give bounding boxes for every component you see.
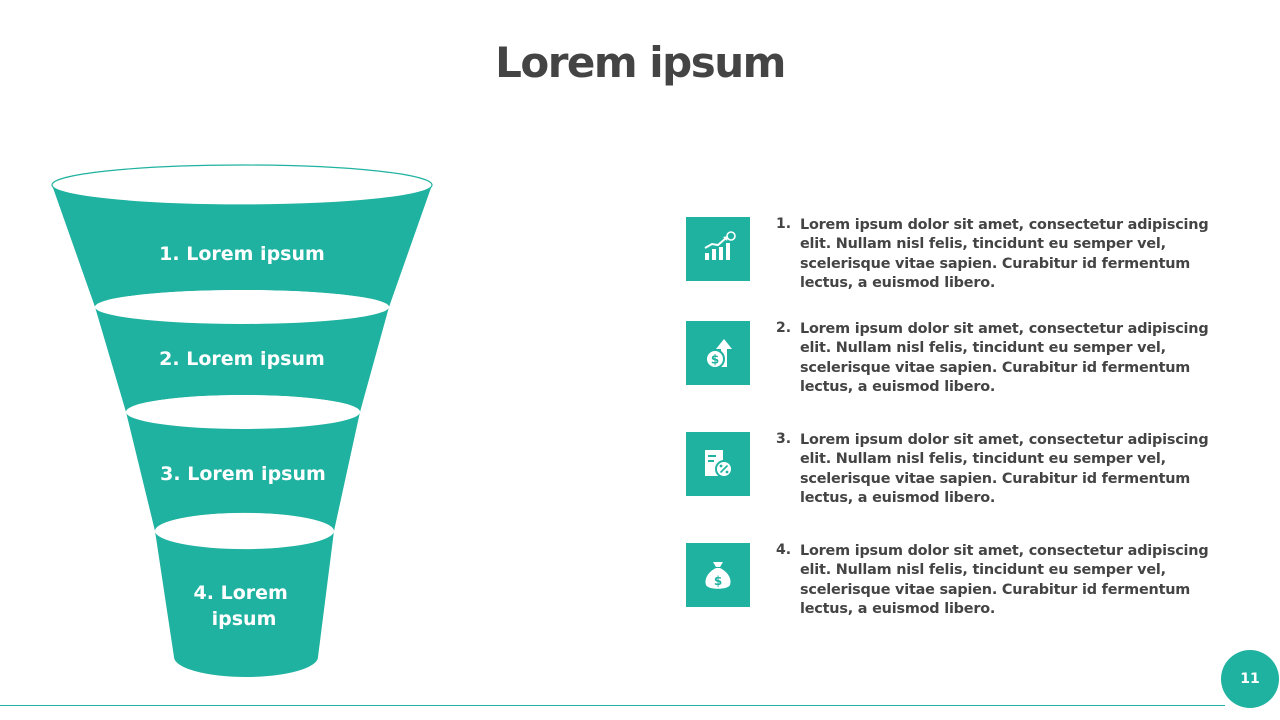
funnel-label-2: 2. Lorem ipsum — [159, 348, 325, 370]
percent-document-icon — [705, 450, 733, 478]
item-1-number: 1. — [776, 216, 792, 232]
chart-growth-icon — [704, 231, 736, 260]
list-item-3: 3. Lorem ipsum dolor sit amet, consectet… — [686, 431, 1246, 512]
funnel-segment-2[interactable] — [95, 307, 389, 412]
item-4-text: Lorem ipsum dolor sit amet, consectetur … — [800, 543, 1209, 617]
funnel-top-rim — [51, 164, 433, 206]
funnel-gap-1 — [95, 290, 389, 324]
footer-divider — [0, 705, 1225, 706]
money-bag-icon: $ — [705, 562, 731, 589]
item-2-number: 2. — [776, 320, 792, 336]
item-3-icon-box — [686, 432, 750, 496]
list-item-4: $ 4. Lorem ipsum dolor sit amet, consect… — [686, 542, 1246, 623]
dollar-up-arrow-icon: $ — [705, 339, 732, 369]
funnel-label-2-line-1: 2. Lorem ipsum — [159, 348, 325, 370]
item-2-icon-box: $ — [686, 321, 750, 385]
funnel-label-4-line-1: 4. Lorem — [194, 582, 288, 604]
slide-title: Lorem ipsum — [495, 38, 786, 87]
funnel-segment-4[interactable] — [155, 531, 334, 677]
item-1-text: Lorem ipsum dolor sit amet, consectetur … — [800, 217, 1209, 291]
funnel-diagram: 1. Lorem ipsum 2. Lorem ipsum 3. Lorem i… — [51, 164, 433, 677]
funnel-label-3-line-1: 3. Lorem ipsum — [160, 463, 326, 485]
item-3-text: Lorem ipsum dolor sit amet, consectetur … — [800, 432, 1209, 506]
funnel-label-3: 3. Lorem ipsum — [160, 463, 326, 485]
funnel-gap-3 — [155, 513, 333, 549]
item-4-number: 4. — [776, 542, 792, 558]
item-1-icon-box — [686, 217, 750, 281]
svg-text:$: $ — [711, 353, 719, 367]
funnel-segment-3[interactable] — [126, 412, 360, 531]
funnel-label-4: 4. Lorem ipsum — [194, 582, 295, 630]
funnel-label-4-line-2: ipsum — [212, 608, 277, 630]
item-2-text: Lorem ipsum dolor sit amet, consectetur … — [800, 321, 1209, 395]
item-3-number: 3. — [776, 431, 792, 447]
item-4-icon-box: $ — [686, 543, 750, 607]
funnel-label-1: 1. Lorem ipsum — [159, 243, 325, 265]
svg-text:$: $ — [714, 574, 722, 588]
list-item-2: $ 2. Lorem ipsum dolor sit amet, consect… — [686, 320, 1246, 401]
funnel-gap-2 — [126, 395, 360, 429]
funnel-segment-1[interactable] — [52, 185, 432, 307]
page-number-badge: 11 — [1221, 650, 1279, 708]
funnel-label-1-line-1: 1. Lorem ipsum — [159, 243, 325, 265]
list-item-1: 1. Lorem ipsum dolor sit amet, consectet… — [686, 216, 1246, 297]
